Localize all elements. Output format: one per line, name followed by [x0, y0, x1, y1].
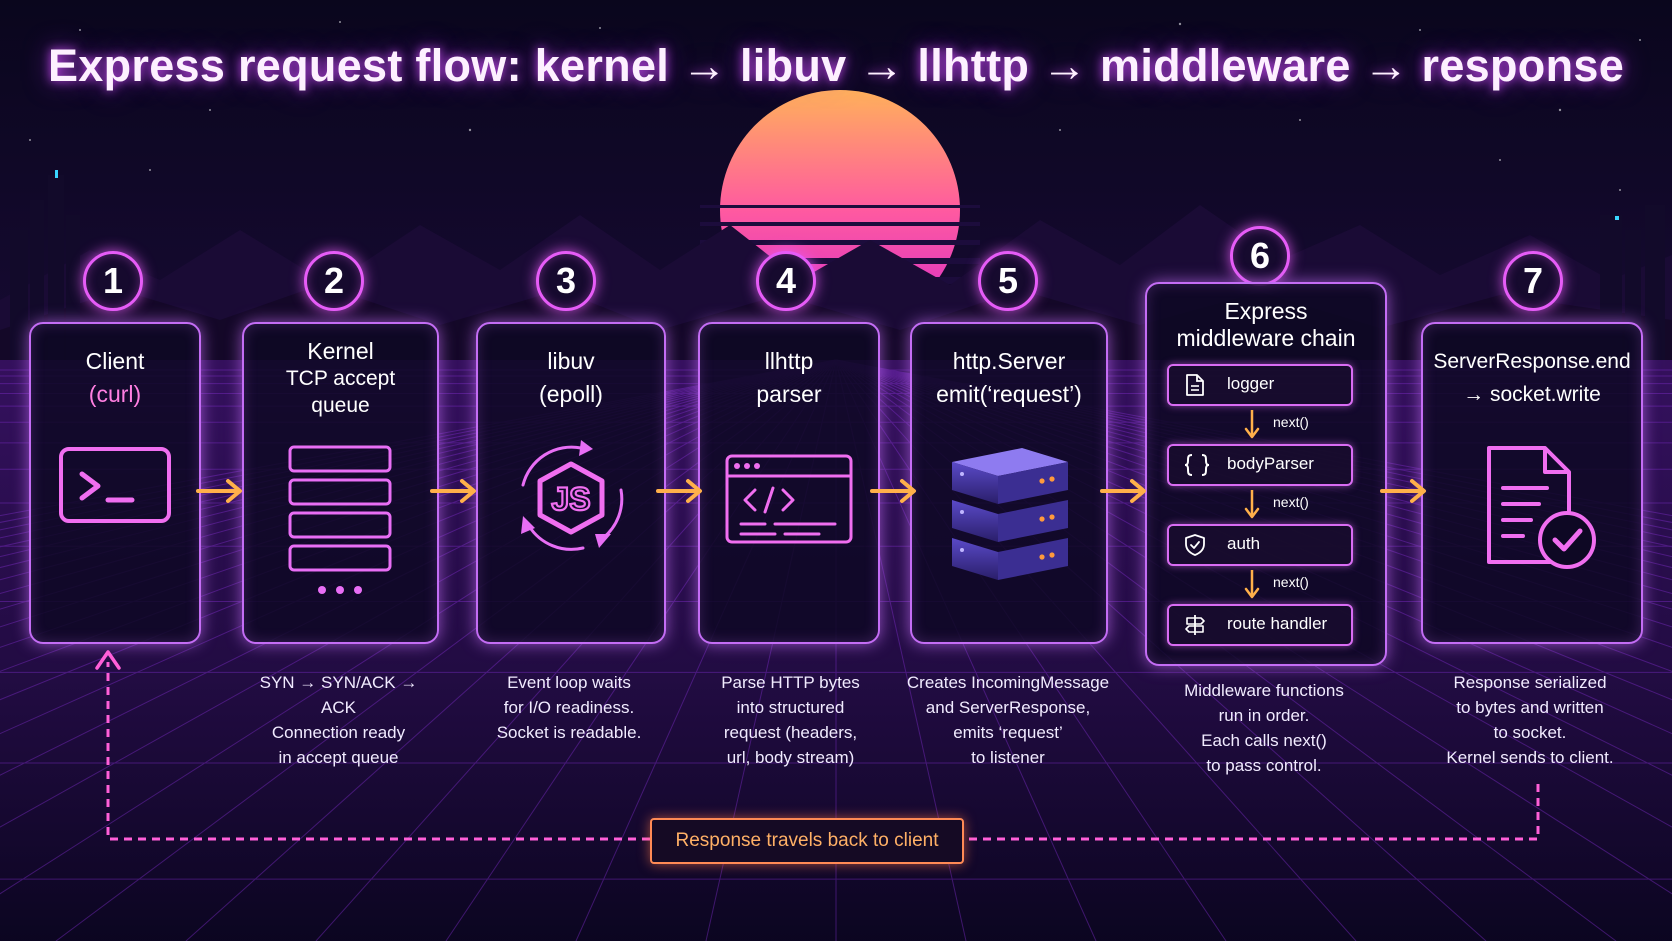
- http-server-title: http.Server: [952, 348, 1066, 374]
- middleware-bodyparser[interactable]: bodyParser: [1167, 444, 1353, 486]
- server-stack-icon: [952, 448, 1068, 580]
- step-badge-3: 3: [536, 251, 596, 311]
- kernel-title: Kernel: [307, 338, 374, 364]
- next-label-2: next(): [1273, 494, 1309, 510]
- llhttp-panel: llhttp parser: [698, 322, 880, 644]
- middleware-auth-label: auth: [1227, 534, 1261, 553]
- http-server-panel: http.Server emit(‘request’): [910, 322, 1108, 644]
- down-arrow-icon: [1244, 410, 1260, 439]
- libuv-description: Event loop waits for I/O readiness. Sock…: [496, 673, 642, 742]
- shield-check-icon: [1185, 534, 1205, 556]
- llhttp-subtitle: parser: [756, 381, 822, 407]
- libuv-panel: libuv (epoll) JS: [476, 322, 666, 644]
- client-title: Client: [85, 348, 145, 374]
- flow-arrow-2-3: [430, 479, 476, 503]
- flow-arrow-4-5: [870, 479, 916, 503]
- step-badge-2: 2: [304, 251, 364, 311]
- document-icon: [1186, 374, 1204, 396]
- code-window-icon: [725, 454, 853, 544]
- document-check-icon: [1487, 446, 1596, 569]
- middleware-route-handler-label: route handler: [1227, 614, 1328, 633]
- flow-arrow-5-6: [1100, 479, 1146, 503]
- middleware-route-handler[interactable]: route handler: [1167, 604, 1353, 646]
- step-badge-7: 7: [1503, 251, 1563, 311]
- llhttp-title: llhttp: [764, 348, 814, 374]
- kernel-description: SYN → SYN/ACK → ACK Connection ready in …: [259, 673, 418, 767]
- terminal-icon: [59, 447, 171, 523]
- flow-arrow-1-2: [196, 479, 242, 503]
- middleware-description: Middleware functions run in order. Each …: [1184, 681, 1344, 775]
- server-response-subtitle: → socket.write: [1463, 383, 1601, 406]
- diagram-title: Express request flow: kernel → libuv → l…: [47, 40, 1625, 91]
- nodejs-event-loop-icon: JS: [521, 440, 624, 551]
- http-server-subtitle: emit(‘request’): [936, 381, 1082, 407]
- signpost-icon: [1185, 615, 1205, 635]
- svg-text:JS: JS: [551, 481, 590, 517]
- middleware-title-line2: middleware chain: [1176, 325, 1356, 351]
- queue-stack-icon: [288, 445, 392, 594]
- middleware-auth[interactable]: auth: [1167, 524, 1353, 566]
- step-badge-6: 6: [1230, 226, 1290, 286]
- step-badge-4: 4: [756, 251, 816, 311]
- server-response-description: Response serialized to bytes and written…: [1446, 673, 1614, 767]
- curly-braces-icon: [1184, 454, 1210, 476]
- middleware-bodyparser-label: bodyParser: [1227, 454, 1314, 473]
- kernel-title-line3: queue: [311, 394, 370, 417]
- libuv-subtitle: (epoll): [539, 381, 603, 407]
- middleware-title: Express: [1224, 298, 1308, 324]
- middleware-panel: Express middleware chain logger next() b…: [1145, 282, 1387, 666]
- return-label: Response travels back to client: [650, 818, 964, 864]
- next-label-1: next(): [1273, 414, 1309, 430]
- libuv-title: libuv: [547, 348, 595, 374]
- middleware-logger[interactable]: logger: [1167, 364, 1353, 406]
- flow-arrow-3-4: [656, 479, 702, 503]
- kernel-title-line2: TCP accept: [285, 367, 396, 390]
- down-arrow-icon: [1244, 490, 1260, 519]
- client-subtitle: (curl): [88, 381, 142, 407]
- step-badge-1: 1: [83, 251, 143, 311]
- server-response-title: ServerResponse.end: [1433, 350, 1631, 373]
- http-server-description: Creates IncomingMessage and ServerRespon…: [906, 673, 1110, 767]
- kernel-panel: Kernel TCP accept queue: [242, 322, 439, 644]
- middleware-logger-label: logger: [1227, 374, 1275, 393]
- step-badge-5: 5: [978, 251, 1038, 311]
- next-label-3: next(): [1273, 574, 1309, 590]
- client-panel: Client (curl): [29, 322, 201, 644]
- llhttp-description: Parse HTTP bytes into structured request…: [721, 673, 860, 767]
- flow-arrow-6-7: [1380, 479, 1426, 503]
- down-arrow-icon: [1244, 570, 1260, 599]
- server-response-panel: ServerResponse.end → socket.write: [1421, 322, 1643, 644]
